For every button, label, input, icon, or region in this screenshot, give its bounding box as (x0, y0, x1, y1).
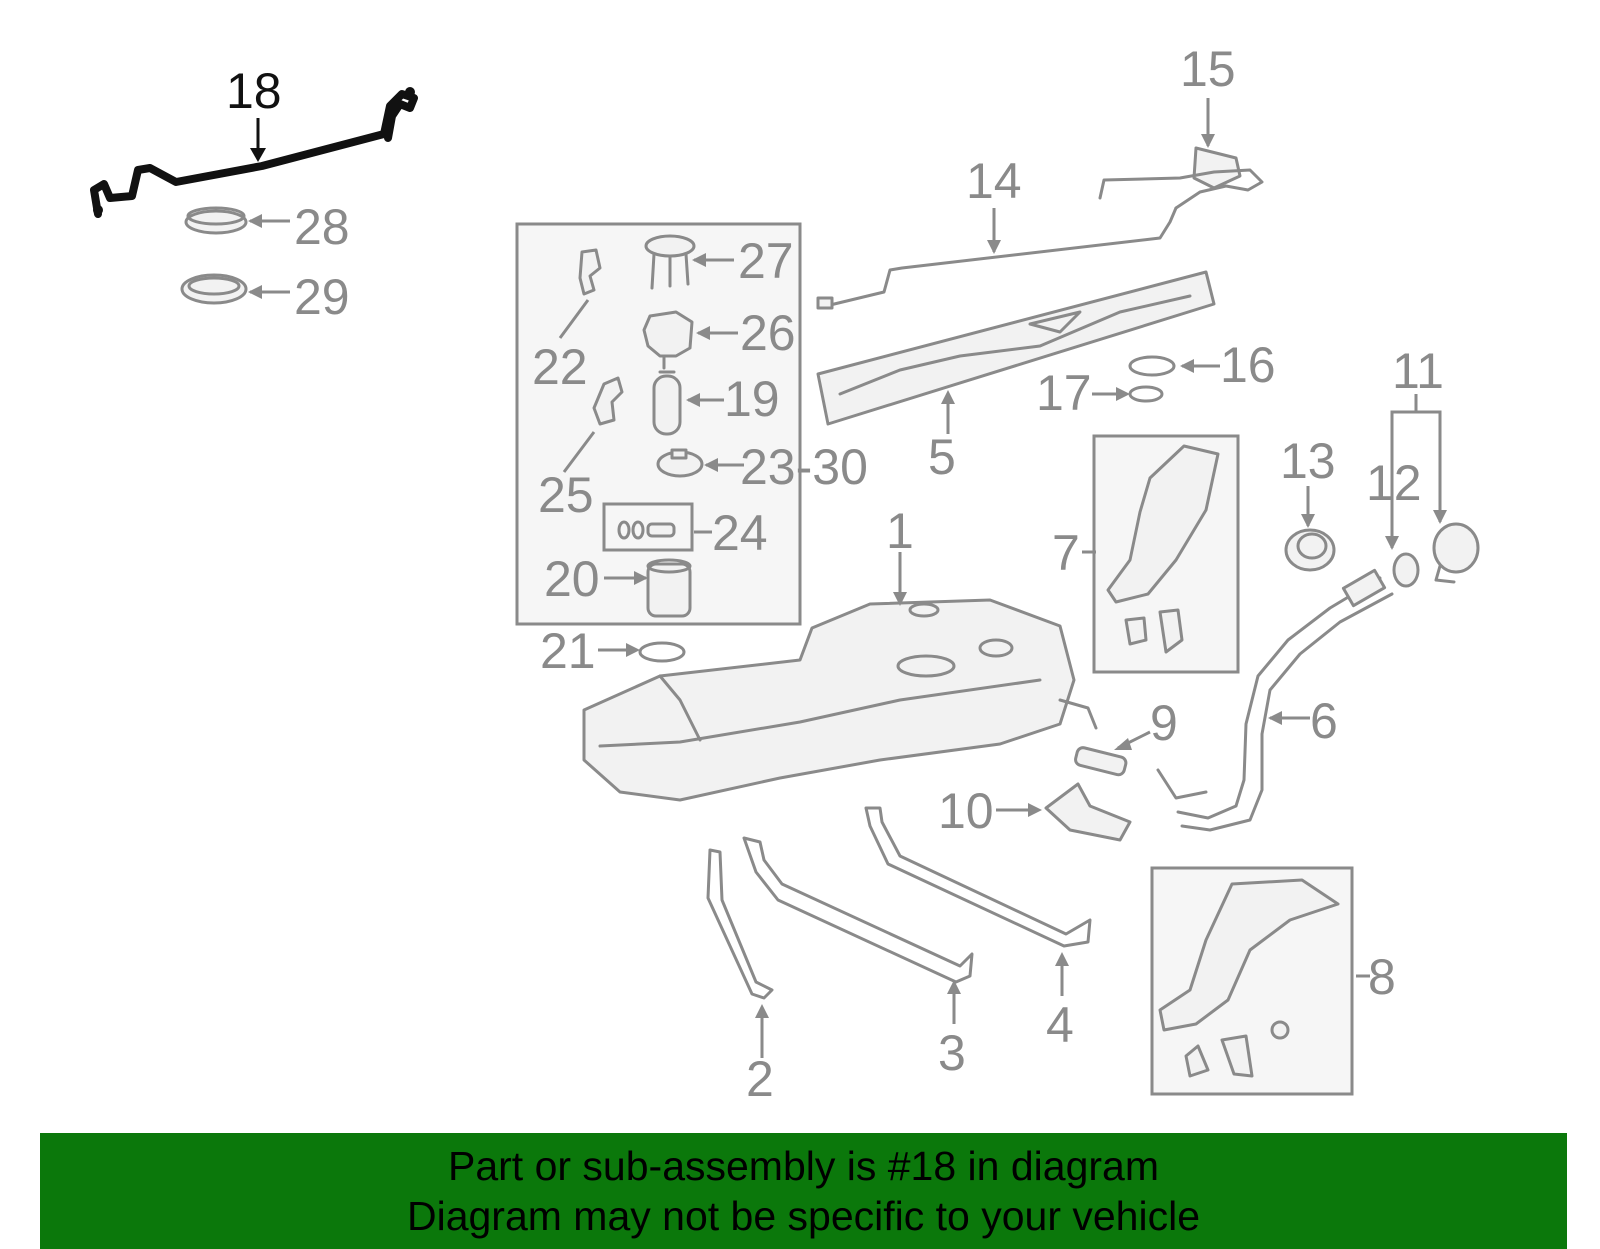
callout-28[interactable]: 28 (294, 199, 350, 255)
callout-1[interactable]: 1 (886, 503, 914, 559)
callout-13[interactable]: 13 (1280, 433, 1336, 489)
callout-27[interactable]: 27 (738, 233, 794, 289)
part-16-gasket[interactable] (1128, 355, 1176, 377)
callout-12[interactable]: 12 (1366, 455, 1422, 511)
callout-9[interactable]: 9 (1150, 695, 1178, 751)
callout-10[interactable]: 10 (938, 783, 994, 839)
callout-22[interactable]: 22 (532, 339, 588, 395)
part-19-fuel-pump[interactable] (652, 370, 682, 436)
part-7-filler-shield[interactable] (1106, 444, 1220, 654)
part-13-fuel-cap[interactable] (1284, 528, 1336, 572)
callout-19[interactable]: 19 (724, 371, 780, 427)
leader-22 (558, 299, 590, 339)
callout-21[interactable]: 21 (540, 623, 596, 679)
callout-4[interactable]: 4 (1046, 997, 1074, 1053)
part-25-wire-clip[interactable] (592, 376, 624, 426)
part-3-tank-strap[interactable] (742, 836, 974, 984)
callout-3[interactable]: 3 (938, 1025, 966, 1081)
banner-line-1: Part or sub-assembly is #18 in diagram (448, 1143, 1159, 1189)
part-5-heat-shield[interactable] (816, 270, 1216, 426)
part-27-pump-bracket[interactable] (644, 234, 696, 290)
part-20-fuel-filter[interactable] (646, 558, 692, 618)
callout-6[interactable]: 6 (1310, 693, 1338, 749)
arrowhead-28 (248, 214, 262, 228)
callout-14[interactable]: 14 (966, 153, 1022, 209)
part-10-bracket[interactable] (1044, 782, 1132, 842)
part-11-filler-door[interactable] (1432, 522, 1480, 584)
part-23-30-filter-base[interactable] (656, 448, 704, 478)
callout-16[interactable]: 16 (1220, 337, 1276, 393)
leader-25 (562, 431, 596, 473)
banner-line-2: Diagram may not be specific to your vehi… (406, 1193, 1200, 1239)
callout-2[interactable]: 2 (746, 1051, 774, 1107)
part-24-regulator-kit[interactable] (617, 520, 676, 540)
callout-11[interactable]: 11 (1392, 343, 1444, 399)
part-17-o-ring[interactable] (1128, 385, 1164, 403)
part-29-gasket[interactable] (180, 273, 248, 305)
part-1-fuel-tank[interactable] (582, 598, 1098, 802)
arrowhead-29 (248, 285, 262, 299)
callout-8[interactable]: 8 (1368, 949, 1396, 1005)
callout-25[interactable]: 25 (538, 467, 594, 523)
callout-7[interactable]: 7 (1052, 525, 1080, 581)
part-12-seal[interactable] (1392, 552, 1420, 588)
part-9-sensor[interactable] (1074, 746, 1128, 777)
callout-24[interactable]: 24 (712, 505, 768, 561)
arrowhead-18 (250, 148, 266, 162)
bracket-11 (1390, 410, 1442, 424)
callout-15[interactable]: 15 (1180, 41, 1236, 97)
part-14-vapor-line[interactable] (816, 206, 1178, 310)
part-8-filler-shield[interactable] (1158, 878, 1340, 1078)
part-4-tank-strap[interactable] (864, 806, 1092, 948)
part-21-o-ring[interactable] (638, 641, 686, 663)
part-22-sender-clip[interactable] (578, 248, 602, 296)
part-6-filler-pipe[interactable] (1156, 568, 1394, 832)
callout-29[interactable]: 29 (294, 269, 350, 325)
callout-17[interactable]: 17 (1036, 365, 1092, 421)
callout-18[interactable]: 18 (226, 63, 282, 119)
part-26-pump-housing[interactable] (642, 310, 694, 370)
part-28-ring[interactable] (184, 206, 248, 235)
part-18-fuel-line[interactable] (90, 87, 418, 218)
callout-23-30[interactable]: 23-30 (740, 439, 868, 495)
callout-26[interactable]: 26 (740, 305, 796, 361)
part-15-canister-assy[interactable] (1098, 146, 1264, 210)
callout-20[interactable]: 20 (544, 551, 600, 607)
callout-5[interactable]: 5 (928, 429, 956, 485)
part-2-tank-strap[interactable] (706, 848, 774, 1000)
info-banner: Part or sub-assembly is #18 in diagram D… (40, 1133, 1567, 1249)
